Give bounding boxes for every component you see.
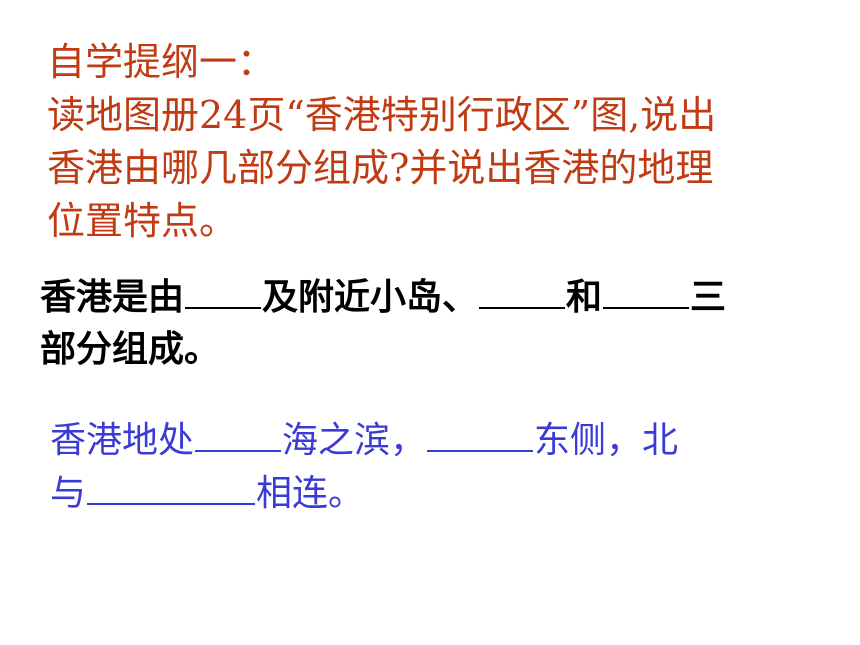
q2-blank-2	[427, 416, 534, 452]
q1-text-2: 及附近小岛、	[262, 277, 479, 318]
q2-text-4: 与	[50, 473, 87, 514]
question-location-line-2: 与 相连。	[50, 467, 850, 520]
question-composition: 香港是由 及附近小岛、 和 三 部分组成。	[40, 272, 840, 376]
q2-text-2: 海之滨，	[282, 420, 427, 461]
q1-blank-2	[479, 273, 566, 309]
outline-line-3: 香港由哪几部分组成?并说出香港的地理	[47, 146, 714, 190]
question-location-line-1: 香港地处 海之滨， 东侧，北	[50, 414, 850, 467]
question-location: 香港地处 海之滨， 东侧，北 与 相连。	[50, 414, 850, 520]
question-composition-line-1: 香港是由 及附近小岛、 和 三	[40, 272, 840, 324]
q2-text-5: 相连。	[256, 473, 365, 514]
study-outline: 自学提纲一： 读地图册24页“香港特别行政区”图,说出 香港由哪几部分组成?并说…	[47, 36, 847, 248]
outline-line-4: 位置特点。	[47, 199, 238, 243]
outline-line-2: 读地图册24页“香港特别行政区”图,说出	[47, 93, 717, 137]
question-composition-line-2: 部分组成。	[40, 324, 840, 376]
q2-blank-1	[195, 416, 282, 452]
q1-text-1: 香港是由	[40, 277, 185, 318]
q1-blank-1	[185, 273, 262, 309]
q1-blank-3	[603, 273, 690, 309]
q1-text-5: 部分组成。	[40, 329, 221, 370]
q1-text-3: 和	[566, 277, 603, 318]
q2-text-3: 东侧，北	[534, 420, 679, 461]
outline-heading: 自学提纲一：	[47, 40, 276, 84]
q2-text-1: 香港地处	[50, 420, 195, 461]
q1-text-4: 三	[690, 277, 727, 318]
q2-blank-3	[87, 469, 256, 505]
